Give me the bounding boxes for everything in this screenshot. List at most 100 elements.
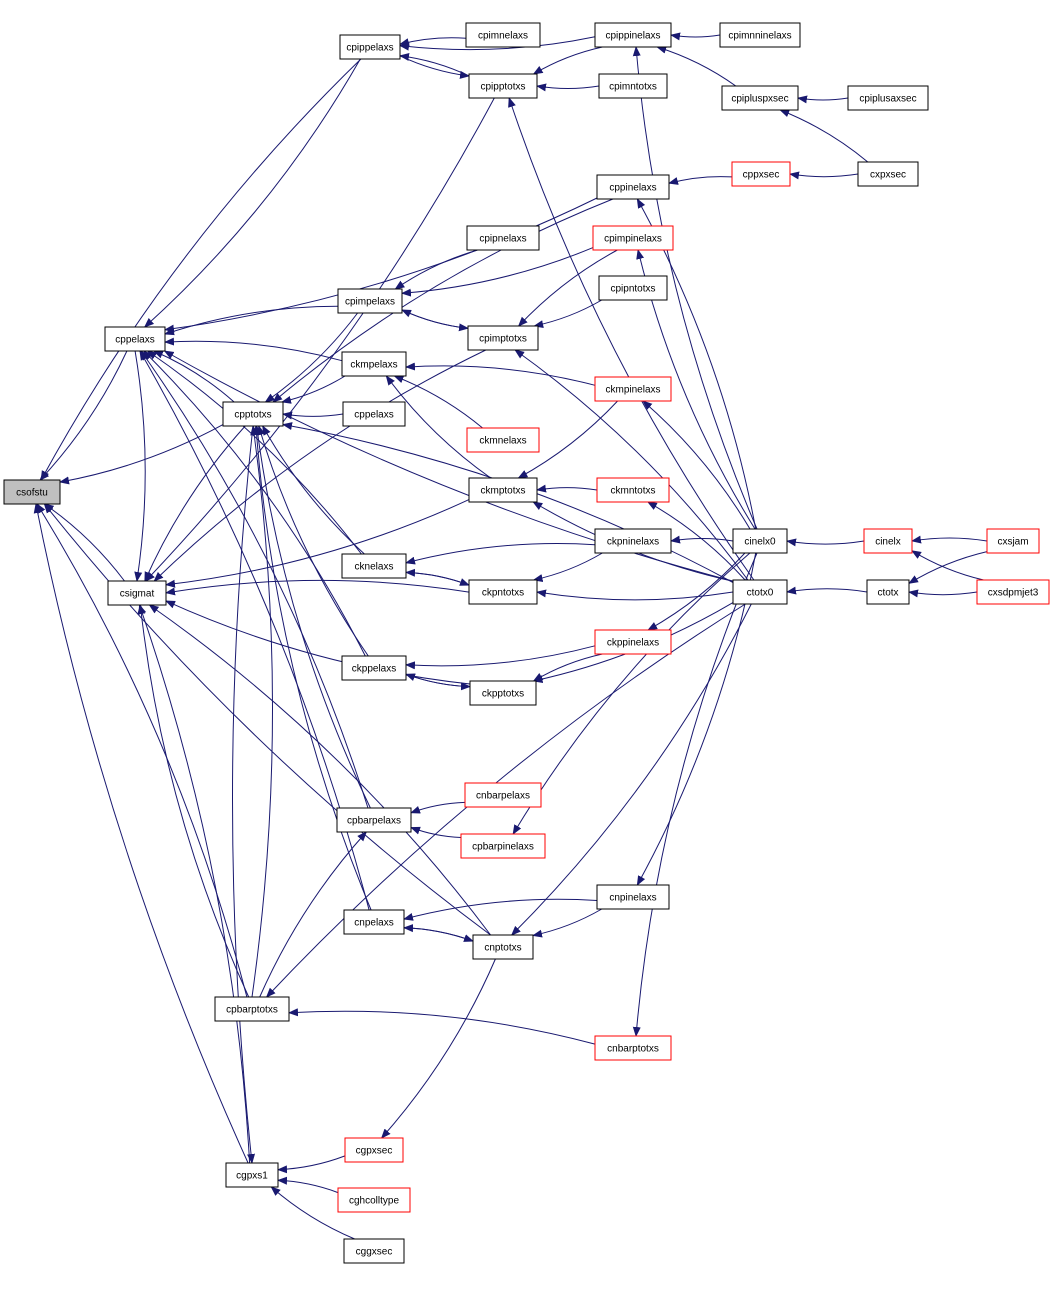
node-box-ckpptotxs[interactable] (469, 680, 537, 706)
node-cknelaxs[interactable]: cknelaxs (341, 553, 407, 579)
node-cghcolltype[interactable]: cghcolltype (337, 1187, 411, 1213)
node-cppinelaxs[interactable]: cppinelaxs (596, 174, 670, 200)
node-box-cgpxs1[interactable] (225, 1162, 279, 1188)
node-box-ctotx0[interactable] (732, 579, 788, 605)
node-cpimptotxs[interactable]: cpimptotxs (467, 325, 539, 351)
node-box-cnbarptotxs[interactable] (594, 1035, 672, 1061)
node-box-cinelx0[interactable] (732, 528, 788, 554)
node-cinelx0[interactable]: cinelx0 (732, 528, 788, 554)
node-box-cppelaxs[interactable] (104, 326, 166, 352)
node-cpimnninelaxs[interactable]: cpimnninelaxs (719, 22, 801, 48)
node-ckmpinelaxs[interactable]: ckmpinelaxs (594, 376, 672, 402)
node-box-cxsdpmjet3[interactable] (976, 579, 1050, 605)
node-cxpxsec[interactable]: cxpxsec (857, 161, 919, 187)
node-cggxsec[interactable]: cggxsec (343, 1238, 405, 1264)
node-box-cpbarpelaxs[interactable] (336, 807, 412, 833)
node-cppxsec[interactable]: cppxsec (731, 161, 791, 187)
node-cpimnelaxs[interactable]: cpimnelaxs (465, 22, 541, 48)
node-csofstu[interactable]: csofstu (3, 479, 61, 505)
node-box-cpippinelaxs[interactable] (594, 22, 672, 48)
node-cinelx[interactable]: cinelx (863, 528, 913, 554)
node-box-cggxsec[interactable] (343, 1238, 405, 1264)
node-box-cxsjam[interactable] (986, 528, 1040, 554)
node-box-cpiplusaxsec[interactable] (847, 85, 929, 111)
node-cnpelaxs[interactable]: cnpelaxs (343, 909, 405, 935)
node-cxsjam[interactable]: cxsjam (986, 528, 1040, 554)
node-cxsdpmjet3[interactable]: cxsdpmjet3 (976, 579, 1050, 605)
node-box-cpimpinelaxs[interactable] (592, 225, 674, 251)
node-box-ckmntotxs[interactable] (596, 477, 670, 503)
node-box-cpipntotxs[interactable] (598, 275, 668, 301)
node-box-cpimptotxs[interactable] (467, 325, 539, 351)
node-box-cpimntotxs[interactable] (598, 73, 668, 99)
node-box-ckpninelaxs[interactable] (594, 528, 672, 554)
node-box-cnpelaxs[interactable] (343, 909, 405, 935)
node-box-ckmnelaxs[interactable] (466, 427, 540, 453)
node-box-cppelaxs2[interactable] (342, 401, 406, 427)
node-box-ckppinelaxs[interactable] (594, 629, 672, 655)
node-cnbarptotxs[interactable]: cnbarptotxs (594, 1035, 672, 1061)
node-cpipptotxs[interactable]: cpipptotxs (468, 73, 538, 99)
node-cgpxs1[interactable]: cgpxs1 (225, 1162, 279, 1188)
node-box-ckmpinelaxs[interactable] (594, 376, 672, 402)
node-cppelaxs2[interactable]: cppelaxs (342, 401, 406, 427)
node-box-cpimpelaxs[interactable] (337, 288, 403, 314)
node-cnptotxs[interactable]: cnptotxs (472, 934, 534, 960)
node-box-cgpxsec[interactable] (344, 1137, 404, 1163)
node-cpipluspxsec[interactable]: cpipluspxsec (721, 85, 799, 111)
node-cppelaxs[interactable]: cppelaxs (104, 326, 166, 352)
node-box-cpimnninelaxs[interactable] (719, 22, 801, 48)
node-ckmptotxs[interactable]: ckmptotxs (468, 477, 538, 503)
node-cpbarpinelaxs[interactable]: cpbarpinelaxs (460, 833, 546, 859)
node-cnbarpelaxs[interactable]: cnbarpelaxs (464, 782, 542, 808)
node-box-cnptotxs[interactable] (472, 934, 534, 960)
node-box-cknelaxs[interactable] (341, 553, 407, 579)
node-cgpxsec[interactable]: cgpxsec (344, 1137, 404, 1163)
node-box-cpptotxs[interactable] (222, 401, 284, 427)
node-box-cghcolltype[interactable] (337, 1187, 411, 1213)
node-cpbarptotxs[interactable]: cpbarptotxs (214, 996, 290, 1022)
node-ckppinelaxs[interactable]: ckppinelaxs (594, 629, 672, 655)
node-box-cpimnelaxs[interactable] (465, 22, 541, 48)
node-cpimpelaxs[interactable]: cpimpelaxs (337, 288, 403, 314)
node-csigmat[interactable]: csigmat (107, 580, 167, 606)
node-cpipnelaxs[interactable]: cpipnelaxs (466, 225, 540, 251)
node-box-cxpxsec[interactable] (857, 161, 919, 187)
node-box-cpipluspxsec[interactable] (721, 85, 799, 111)
node-cpimpinelaxs[interactable]: cpimpinelaxs (592, 225, 674, 251)
node-ckpptotxs[interactable]: ckpptotxs (469, 680, 537, 706)
node-ckmntotxs[interactable]: ckmntotxs (596, 477, 670, 503)
node-cpippinelaxs[interactable]: cpippinelaxs (594, 22, 672, 48)
node-box-ckmptotxs[interactable] (468, 477, 538, 503)
node-box-ckppelaxs[interactable] (341, 655, 407, 681)
node-box-cnpinelaxs[interactable] (596, 884, 670, 910)
node-cpptotxs[interactable]: cpptotxs (222, 401, 284, 427)
node-box-cpipptotxs[interactable] (468, 73, 538, 99)
node-ctotx0[interactable]: ctotx0 (732, 579, 788, 605)
node-ckppelaxs[interactable]: ckppelaxs (341, 655, 407, 681)
node-box-cppinelaxs[interactable] (596, 174, 670, 200)
node-box-ckmpelaxs[interactable] (341, 351, 407, 377)
node-box-cpbarptotxs[interactable] (214, 996, 290, 1022)
node-box-csofstu[interactable] (3, 479, 61, 505)
node-cpippelaxs[interactable]: cpippelaxs (339, 34, 401, 60)
node-ckpntotxs[interactable]: ckpntotxs (468, 579, 538, 605)
node-box-ctotx[interactable] (866, 579, 910, 605)
node-cpbarpelaxs[interactable]: cpbarpelaxs (336, 807, 412, 833)
node-ckmpelaxs[interactable]: ckmpelaxs (341, 351, 407, 377)
node-box-cpbarpinelaxs[interactable] (460, 833, 546, 859)
node-cpipntotxs[interactable]: cpipntotxs (598, 275, 668, 301)
node-box-ckpntotxs[interactable] (468, 579, 538, 605)
node-box-cpipnelaxs[interactable] (466, 225, 540, 251)
node-cpiplusaxsec[interactable]: cpiplusaxsec (847, 85, 929, 111)
node-ckpninelaxs[interactable]: ckpninelaxs (594, 528, 672, 554)
node-cnpinelaxs[interactable]: cnpinelaxs (596, 884, 670, 910)
node-box-cppxsec[interactable] (731, 161, 791, 187)
node-box-cpippelaxs[interactable] (339, 34, 401, 60)
node-box-cnbarpelaxs[interactable] (464, 782, 542, 808)
node-ctotx[interactable]: ctotx (866, 579, 910, 605)
node-ckmnelaxs[interactable]: ckmnelaxs (466, 427, 540, 453)
node-box-csigmat[interactable] (107, 580, 167, 606)
node-box-cinelx[interactable] (863, 528, 913, 554)
node-cpimntotxs[interactable]: cpimntotxs (598, 73, 668, 99)
